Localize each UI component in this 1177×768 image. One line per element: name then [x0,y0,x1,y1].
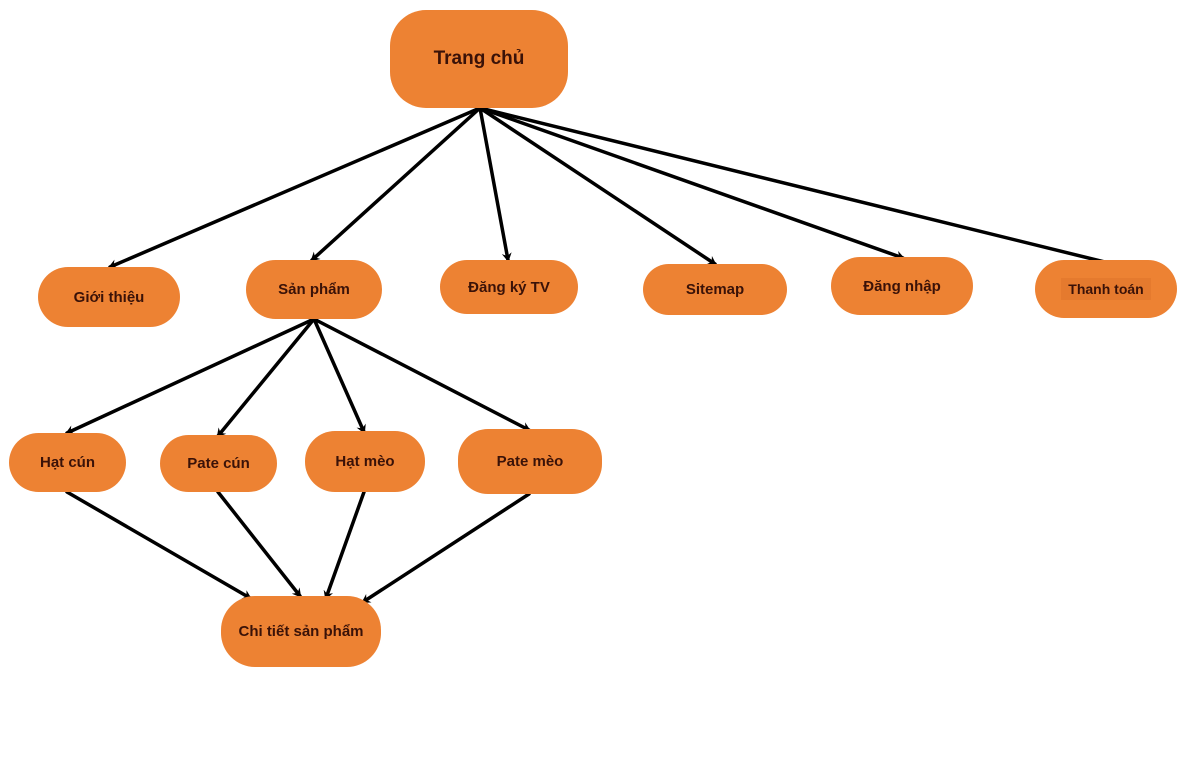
node-dog-pate-label: Pate cún [187,455,250,472]
node-about-label: Giới thiệu [73,288,145,306]
node-cat-food: Hạt mèo [305,431,425,492]
node-home-label: Trang chủ [433,48,525,69]
node-products: Sản phẩm [246,260,382,319]
node-login: Đăng nhập [831,257,973,315]
node-cat-pate-label: Pate mèo [496,453,564,470]
arrow-products-to-dog-food [65,317,316,435]
node-register-label: Đăng ký TV [468,278,550,296]
node-checkout-label: Thanh toán [1061,278,1151,300]
arrow-cat-food-to-product-detail [323,490,366,600]
arrow-home-to-sitemap [478,106,717,266]
node-login-label: Đăng nhập [863,277,941,295]
node-product-detail: Chi tiết sản phẩm [221,596,381,667]
node-cat-food-label: Hạt mèo [335,453,395,470]
node-about: Giới thiệu [38,267,180,327]
node-product-detail-label: Chi tiết sản phẩm [238,623,364,640]
arrow-home-to-login [478,106,905,261]
node-sitemap-label: Sitemap [685,281,745,298]
node-dog-food-label: Hạt cún [39,454,95,471]
arrow-home-to-about [108,106,482,269]
arrow-home-to-register [478,106,512,262]
node-products-label: Sản phẩm [278,281,350,298]
node-home: Trang chủ [390,10,568,108]
arrow-products-to-cat-pate [312,317,531,432]
node-dog-food: Hạt cún [9,433,126,492]
node-checkout: Thanh toán [1035,260,1177,318]
edge-layer [65,106,1127,604]
node-register: Đăng ký TV [440,260,578,314]
node-dog-pate: Pate cún [160,435,277,492]
arrow-home-to-products [310,106,482,262]
node-cat-pate: Pate mèo [458,429,602,494]
arrow-dog-food-to-product-detail [65,490,252,600]
arrow-home-to-checkout [478,106,1127,271]
arrow-products-to-cat-food [312,317,366,434]
arrow-products-to-dog-pate [216,317,316,438]
arrow-cat-pate-to-product-detail [361,492,531,604]
arrow-dog-pate-to-product-detail [216,490,302,598]
node-sitemap: Sitemap [643,264,787,315]
